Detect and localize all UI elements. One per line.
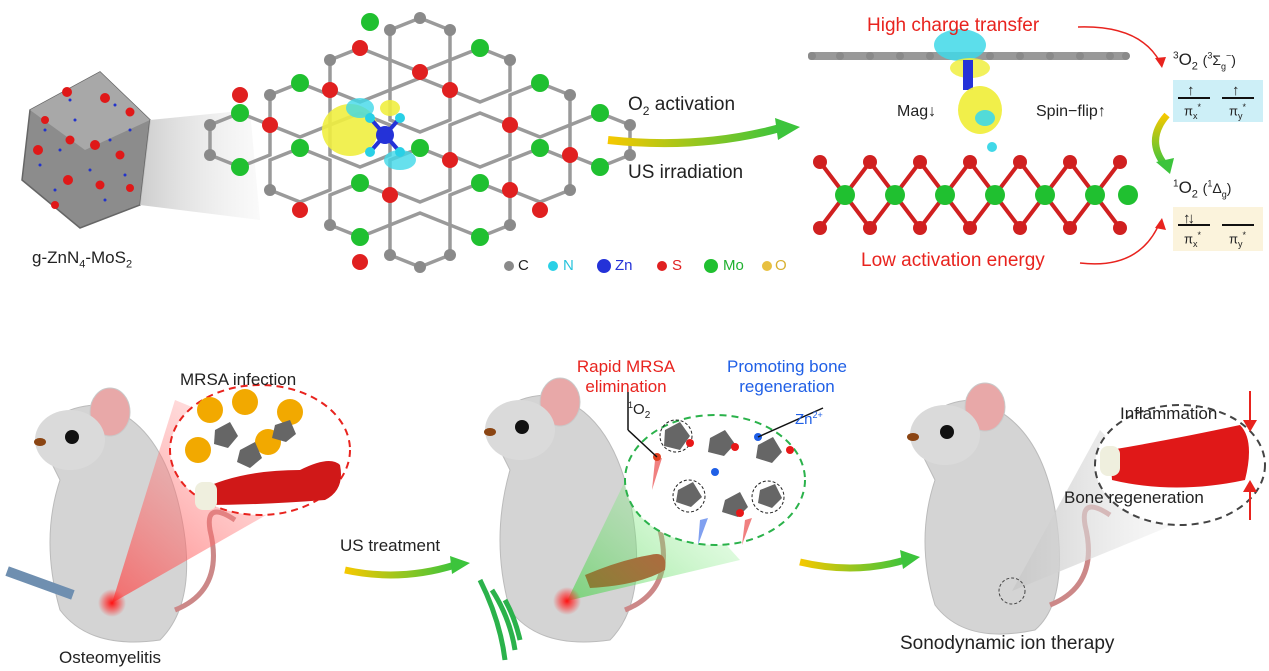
legend-n: N: [563, 257, 574, 274]
osteomyelitis-label: Osteomyelitis: [59, 648, 162, 667]
spin-up-1: ↑: [1187, 82, 1195, 99]
legend-s: S: [672, 257, 683, 274]
therapy-arrow: [799, 556, 907, 572]
low-energy-label: Low activation energy: [861, 250, 1045, 271]
treatment-zoom: [624, 414, 806, 546]
material-label: g-ZnN4-MoS2: [32, 248, 133, 271]
activation-arrow: [607, 124, 782, 148]
inflammation-label: Inflammation: [1120, 404, 1218, 423]
zn-ion-label: Zn2+: [795, 410, 823, 428]
singlet-o2-label: 1O2: [628, 400, 651, 421]
energy-arrow: [1079, 221, 1161, 265]
orbital-x-label-bottom: πx*: [1184, 230, 1201, 249]
legend-swatches: [504, 259, 772, 273]
orbital-x-label-top: πx*: [1184, 102, 1201, 121]
triplet-orbitals: [1173, 80, 1263, 122]
legend-o: O: [775, 257, 787, 274]
ultrasound-waves: [477, 578, 523, 661]
spin-pair: ↑↓: [1183, 210, 1195, 227]
singlet-orbitals: [1173, 207, 1263, 251]
orbital-y-label-top: πy*: [1229, 102, 1246, 121]
legend-zn: Zn: [615, 257, 633, 274]
mrsa-infection-label: MRSA infection: [180, 370, 297, 389]
nanosheet-illustration: [21, 71, 151, 229]
bone-zoom-cone: [1012, 430, 1185, 591]
mouse-1: [5, 387, 237, 643]
spin-flip-label: Spin−flip↑: [1036, 103, 1106, 120]
lattice-atoms: [204, 12, 636, 273]
zoom-cone: [140, 110, 260, 220]
legend-mo: Mo: [723, 257, 744, 274]
mos2-layer: [813, 155, 1138, 235]
bone-regen-label: Bone regeneration: [1064, 488, 1204, 507]
activation-label: O2 activation: [628, 94, 736, 118]
spin-up-2: ↑: [1232, 82, 1240, 99]
us-treatment-label: US treatment: [340, 536, 441, 555]
high-charge-label: High charge transfer: [867, 15, 1040, 36]
singlet-oxygen-label: 1O2 (1Δg): [1173, 178, 1232, 201]
charge-arrow: [1077, 26, 1161, 63]
sonodynamic-label: Sonodynamic ion therapy: [900, 633, 1115, 654]
mag-label: Mag↓: [897, 103, 937, 120]
triplet-oxygen-label: 3O2 (3Σg−): [1173, 50, 1236, 73]
us-arrow: [344, 561, 457, 579]
legend-c: C: [518, 257, 529, 274]
orbital-y-label-bottom: πy*: [1229, 230, 1246, 249]
irradiation-label: US irradiation: [628, 162, 744, 183]
flip-arrow: [1152, 112, 1170, 168]
